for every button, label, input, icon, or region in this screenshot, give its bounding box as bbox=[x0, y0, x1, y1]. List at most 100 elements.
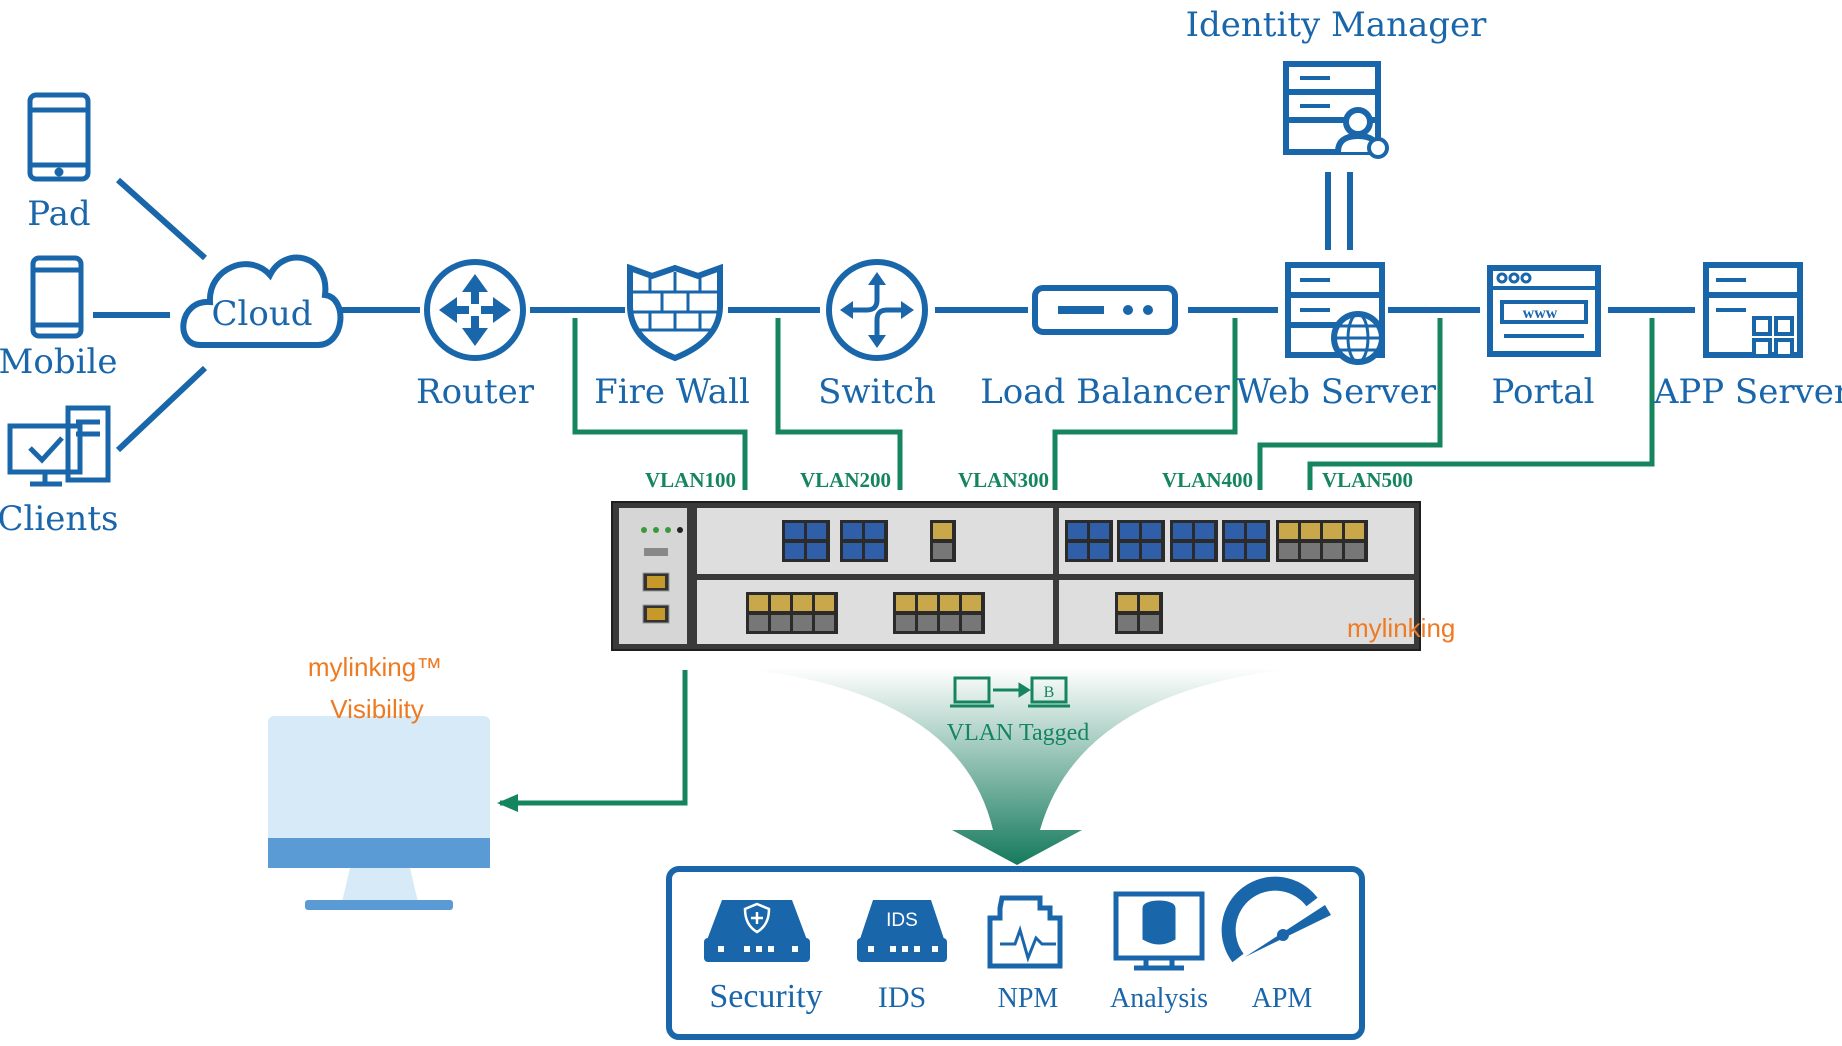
port bbox=[1140, 615, 1159, 631]
firewall-shield-icon bbox=[627, 263, 723, 362]
port bbox=[1090, 523, 1109, 539]
app-server-label: APP Server bbox=[1653, 372, 1842, 412]
port bbox=[962, 595, 981, 611]
port bbox=[1225, 523, 1244, 539]
port bbox=[1345, 523, 1364, 539]
portal-browser-icon bbox=[1487, 265, 1601, 357]
apm-gauge-icon bbox=[1221, 876, 1331, 963]
blue-links bbox=[93, 172, 1695, 453]
load-balancer-label: Load Balancer bbox=[980, 372, 1230, 412]
port bbox=[807, 523, 826, 539]
clients-icon bbox=[7, 405, 111, 487]
port bbox=[815, 595, 834, 611]
pad-icon bbox=[27, 92, 91, 182]
tool-security-label: Security bbox=[709, 978, 822, 1015]
port bbox=[843, 543, 862, 559]
visibility-monitor-icon bbox=[268, 716, 490, 910]
vlan-tagged-icon bbox=[950, 676, 1070, 708]
tool-analysis-label: Analysis bbox=[1110, 983, 1208, 1014]
port bbox=[1323, 523, 1342, 539]
visibility-brand-label: mylinking™ bbox=[308, 652, 442, 682]
port bbox=[865, 523, 884, 539]
web-server-icon bbox=[1285, 262, 1385, 365]
port bbox=[1068, 523, 1087, 539]
app-server-icon bbox=[1703, 262, 1803, 358]
port bbox=[785, 523, 804, 539]
distribution-fan bbox=[735, 668, 1300, 865]
port bbox=[1345, 543, 1364, 559]
port bbox=[940, 615, 959, 631]
cloud-label: Cloud bbox=[211, 294, 312, 334]
cloud-icon bbox=[180, 254, 344, 348]
port bbox=[793, 595, 812, 611]
ids-badge: IDS bbox=[886, 910, 918, 931]
port-groups bbox=[746, 520, 1368, 634]
pad-label: Pad bbox=[27, 194, 90, 234]
port bbox=[793, 615, 812, 631]
port bbox=[771, 615, 790, 631]
port bbox=[785, 543, 804, 559]
analysis-database-icon bbox=[1113, 891, 1205, 971]
port bbox=[933, 543, 952, 559]
port bbox=[1142, 523, 1161, 539]
port bbox=[940, 595, 959, 611]
portal-www-badge: www bbox=[1523, 305, 1558, 322]
visibility-arrowhead bbox=[497, 794, 518, 812]
port bbox=[896, 615, 915, 631]
port bbox=[918, 615, 937, 631]
router-label: Router bbox=[416, 372, 535, 412]
port bbox=[1195, 523, 1214, 539]
vlan-label-400: VLAN400 bbox=[1162, 468, 1253, 492]
mobile-label: Mobile bbox=[0, 342, 117, 382]
tool-npm-label: NPM bbox=[998, 983, 1059, 1014]
visibility-product-label: Visibility bbox=[330, 694, 423, 724]
port bbox=[1118, 595, 1137, 611]
security-appliance-icon bbox=[704, 900, 810, 962]
switch-label: Switch bbox=[818, 372, 936, 412]
router-icon bbox=[424, 259, 526, 361]
mobile-icon bbox=[30, 255, 84, 339]
port bbox=[1225, 543, 1244, 559]
vlan-tagged-label: VLAN Tagged bbox=[947, 720, 1090, 746]
vlan-label-300: VLAN300 bbox=[958, 468, 1049, 492]
vlan-label-100: VLAN100 bbox=[645, 468, 736, 492]
port bbox=[1120, 523, 1139, 539]
port bbox=[807, 543, 826, 559]
port bbox=[1090, 543, 1109, 559]
vlan-span-lines bbox=[500, 318, 1655, 806]
port bbox=[1279, 543, 1298, 559]
port bbox=[1247, 523, 1266, 539]
load-balancer-icon bbox=[1032, 285, 1178, 335]
port bbox=[749, 595, 768, 611]
port bbox=[843, 523, 862, 539]
port bbox=[1301, 543, 1320, 559]
npm-port-icon bbox=[987, 895, 1063, 969]
port bbox=[865, 543, 884, 559]
vlan-label-500: VLAN500 bbox=[1322, 468, 1413, 492]
port bbox=[1120, 543, 1139, 559]
clients-label: Clients bbox=[0, 499, 118, 539]
device-logo: mylinking bbox=[1347, 613, 1455, 643]
packet-broker-device bbox=[611, 501, 1421, 651]
port bbox=[1140, 595, 1159, 611]
web-server-label: Web Server bbox=[1236, 372, 1437, 412]
port bbox=[918, 595, 937, 611]
vlan-label-200: VLAN200 bbox=[800, 468, 891, 492]
switch-icon bbox=[826, 259, 928, 361]
identity-manager-server-icon bbox=[1283, 61, 1389, 159]
port bbox=[1173, 523, 1192, 539]
port bbox=[1301, 523, 1320, 539]
tools-box bbox=[666, 866, 1365, 1040]
identity-manager-label: Identity Manager bbox=[1186, 5, 1488, 45]
port bbox=[1142, 543, 1161, 559]
port bbox=[1068, 543, 1087, 559]
port bbox=[962, 615, 981, 631]
port bbox=[933, 523, 952, 539]
tool-apm-label: APM bbox=[1252, 983, 1313, 1014]
port bbox=[1279, 523, 1298, 539]
tool-ids-label: IDS bbox=[878, 981, 926, 1014]
vlan-tagged-box-letter: B bbox=[1044, 684, 1055, 701]
port bbox=[749, 615, 768, 631]
port bbox=[815, 615, 834, 631]
